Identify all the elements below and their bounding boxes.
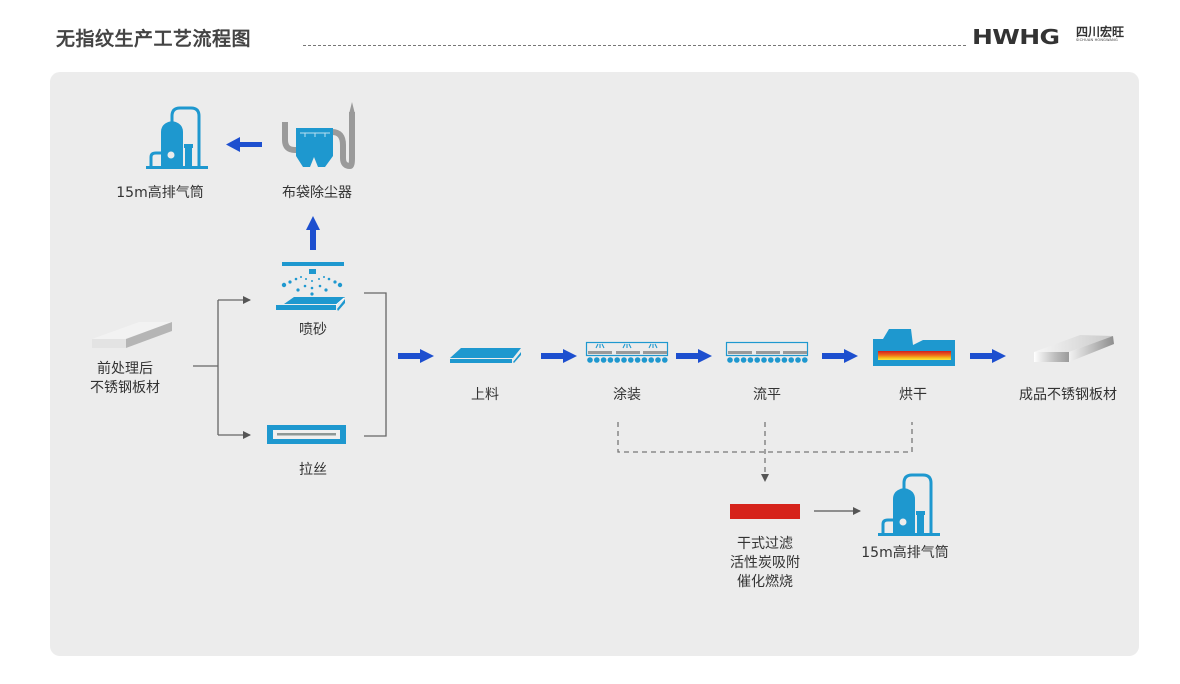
roller-dot: [641, 357, 648, 363]
roller-dot: [727, 357, 733, 363]
roller-dot: [761, 357, 767, 363]
drying-label: 烘干: [899, 387, 927, 403]
stack-bottom-label: 15m高排气筒: [861, 545, 949, 561]
exhaust-collection-lines: [617, 422, 913, 474]
dust-collector-label: 布袋除尘器: [282, 185, 352, 201]
roller-dot: [628, 357, 634, 363]
drying-oven-icon: [873, 329, 955, 366]
flow-arrow-to-dust-collector: [306, 216, 320, 250]
page-title: 无指纹生产工艺流程图: [56, 28, 252, 50]
roller-dot: [802, 357, 808, 363]
treatment-label-line1: 干式过滤: [737, 536, 793, 552]
logo-chinese: 四川宏旺: [1075, 25, 1124, 39]
coating-label: 涂装: [613, 387, 641, 403]
leveling-label: 流平: [753, 387, 781, 403]
roller-dot: [788, 357, 794, 363]
raw-steel-plate-icon: [92, 322, 172, 348]
merge-connector: [364, 292, 387, 437]
arrow-to-loading: [398, 349, 434, 363]
branch-connector: [193, 296, 251, 439]
arrow-to-finished: [970, 349, 1006, 363]
sandblasting-icon: [276, 262, 345, 311]
roller-dot: [795, 357, 801, 363]
roller-dot: [747, 357, 754, 363]
bag-dust-collector-icon: [282, 102, 355, 170]
roller-dot: [655, 357, 661, 363]
input-label-line1: 前处理后: [97, 361, 153, 377]
arrow-to-coating: [541, 349, 577, 363]
main-flow-arrows: [398, 349, 1006, 363]
logo-english: SICHUAN HONGWANG: [1075, 38, 1118, 42]
treatment-unit-icon: [730, 504, 800, 519]
finished-steel-plate-icon: [1034, 335, 1114, 362]
company-logo: HWHG 四川宏旺 SICHUAN HONGWANG: [972, 26, 1124, 48]
roller-dot: [614, 357, 620, 363]
roller-dot: [768, 357, 774, 363]
logo-subtext: 四川宏旺 SICHUAN HONGWANG: [1076, 26, 1124, 43]
sandblasting-label: 喷砂: [299, 322, 327, 338]
treatment-label-line3: 催化燃烧: [737, 574, 793, 590]
stack-top-label: 15m高排气筒: [116, 185, 204, 201]
roller-dot: [734, 357, 740, 363]
roller-dot: [634, 357, 641, 363]
treatment-label: 干式过滤 活性炭吸附 催化燃烧: [715, 535, 815, 592]
roller-dot: [774, 357, 781, 363]
coating-icon: [585, 341, 669, 363]
brushing-label: 拉丝: [299, 462, 327, 478]
roller-dot: [600, 357, 607, 363]
exhaust-stack-icon: [146, 106, 208, 169]
arrow-to-drying: [822, 349, 858, 363]
roller-dot: [621, 357, 627, 363]
roller-dot: [740, 357, 747, 363]
roller-dot: [648, 357, 654, 363]
input-material-label: 前处理后 不锈钢板材: [70, 360, 180, 398]
diagram-panel: [50, 72, 1139, 656]
roller-dot: [607, 357, 614, 363]
treatment-label-line2: 活性炭吸附: [730, 555, 800, 571]
title-divider: [303, 45, 966, 46]
exhaust-stack-icon-bottom: [878, 473, 940, 536]
loading-label: 上料: [471, 387, 499, 403]
roller-dot: [781, 357, 788, 363]
roller-dot: [754, 357, 760, 363]
finished-product-label: 成品不锈钢板材: [1019, 387, 1117, 403]
leveling-icon: [725, 341, 809, 363]
loading-plate-icon: [450, 348, 521, 363]
input-label-line2: 不锈钢板材: [90, 380, 160, 396]
brushing-icon: [267, 425, 346, 444]
logo-wordmark: HWHG: [972, 25, 1060, 49]
roller-dot: [587, 357, 593, 363]
arrow-to-leveling: [676, 349, 712, 363]
flow-arrow-to-stack: [226, 137, 262, 152]
roller-dot: [662, 357, 668, 363]
exhaust-down-arrow: [761, 474, 769, 482]
roller-dot: [594, 357, 600, 363]
